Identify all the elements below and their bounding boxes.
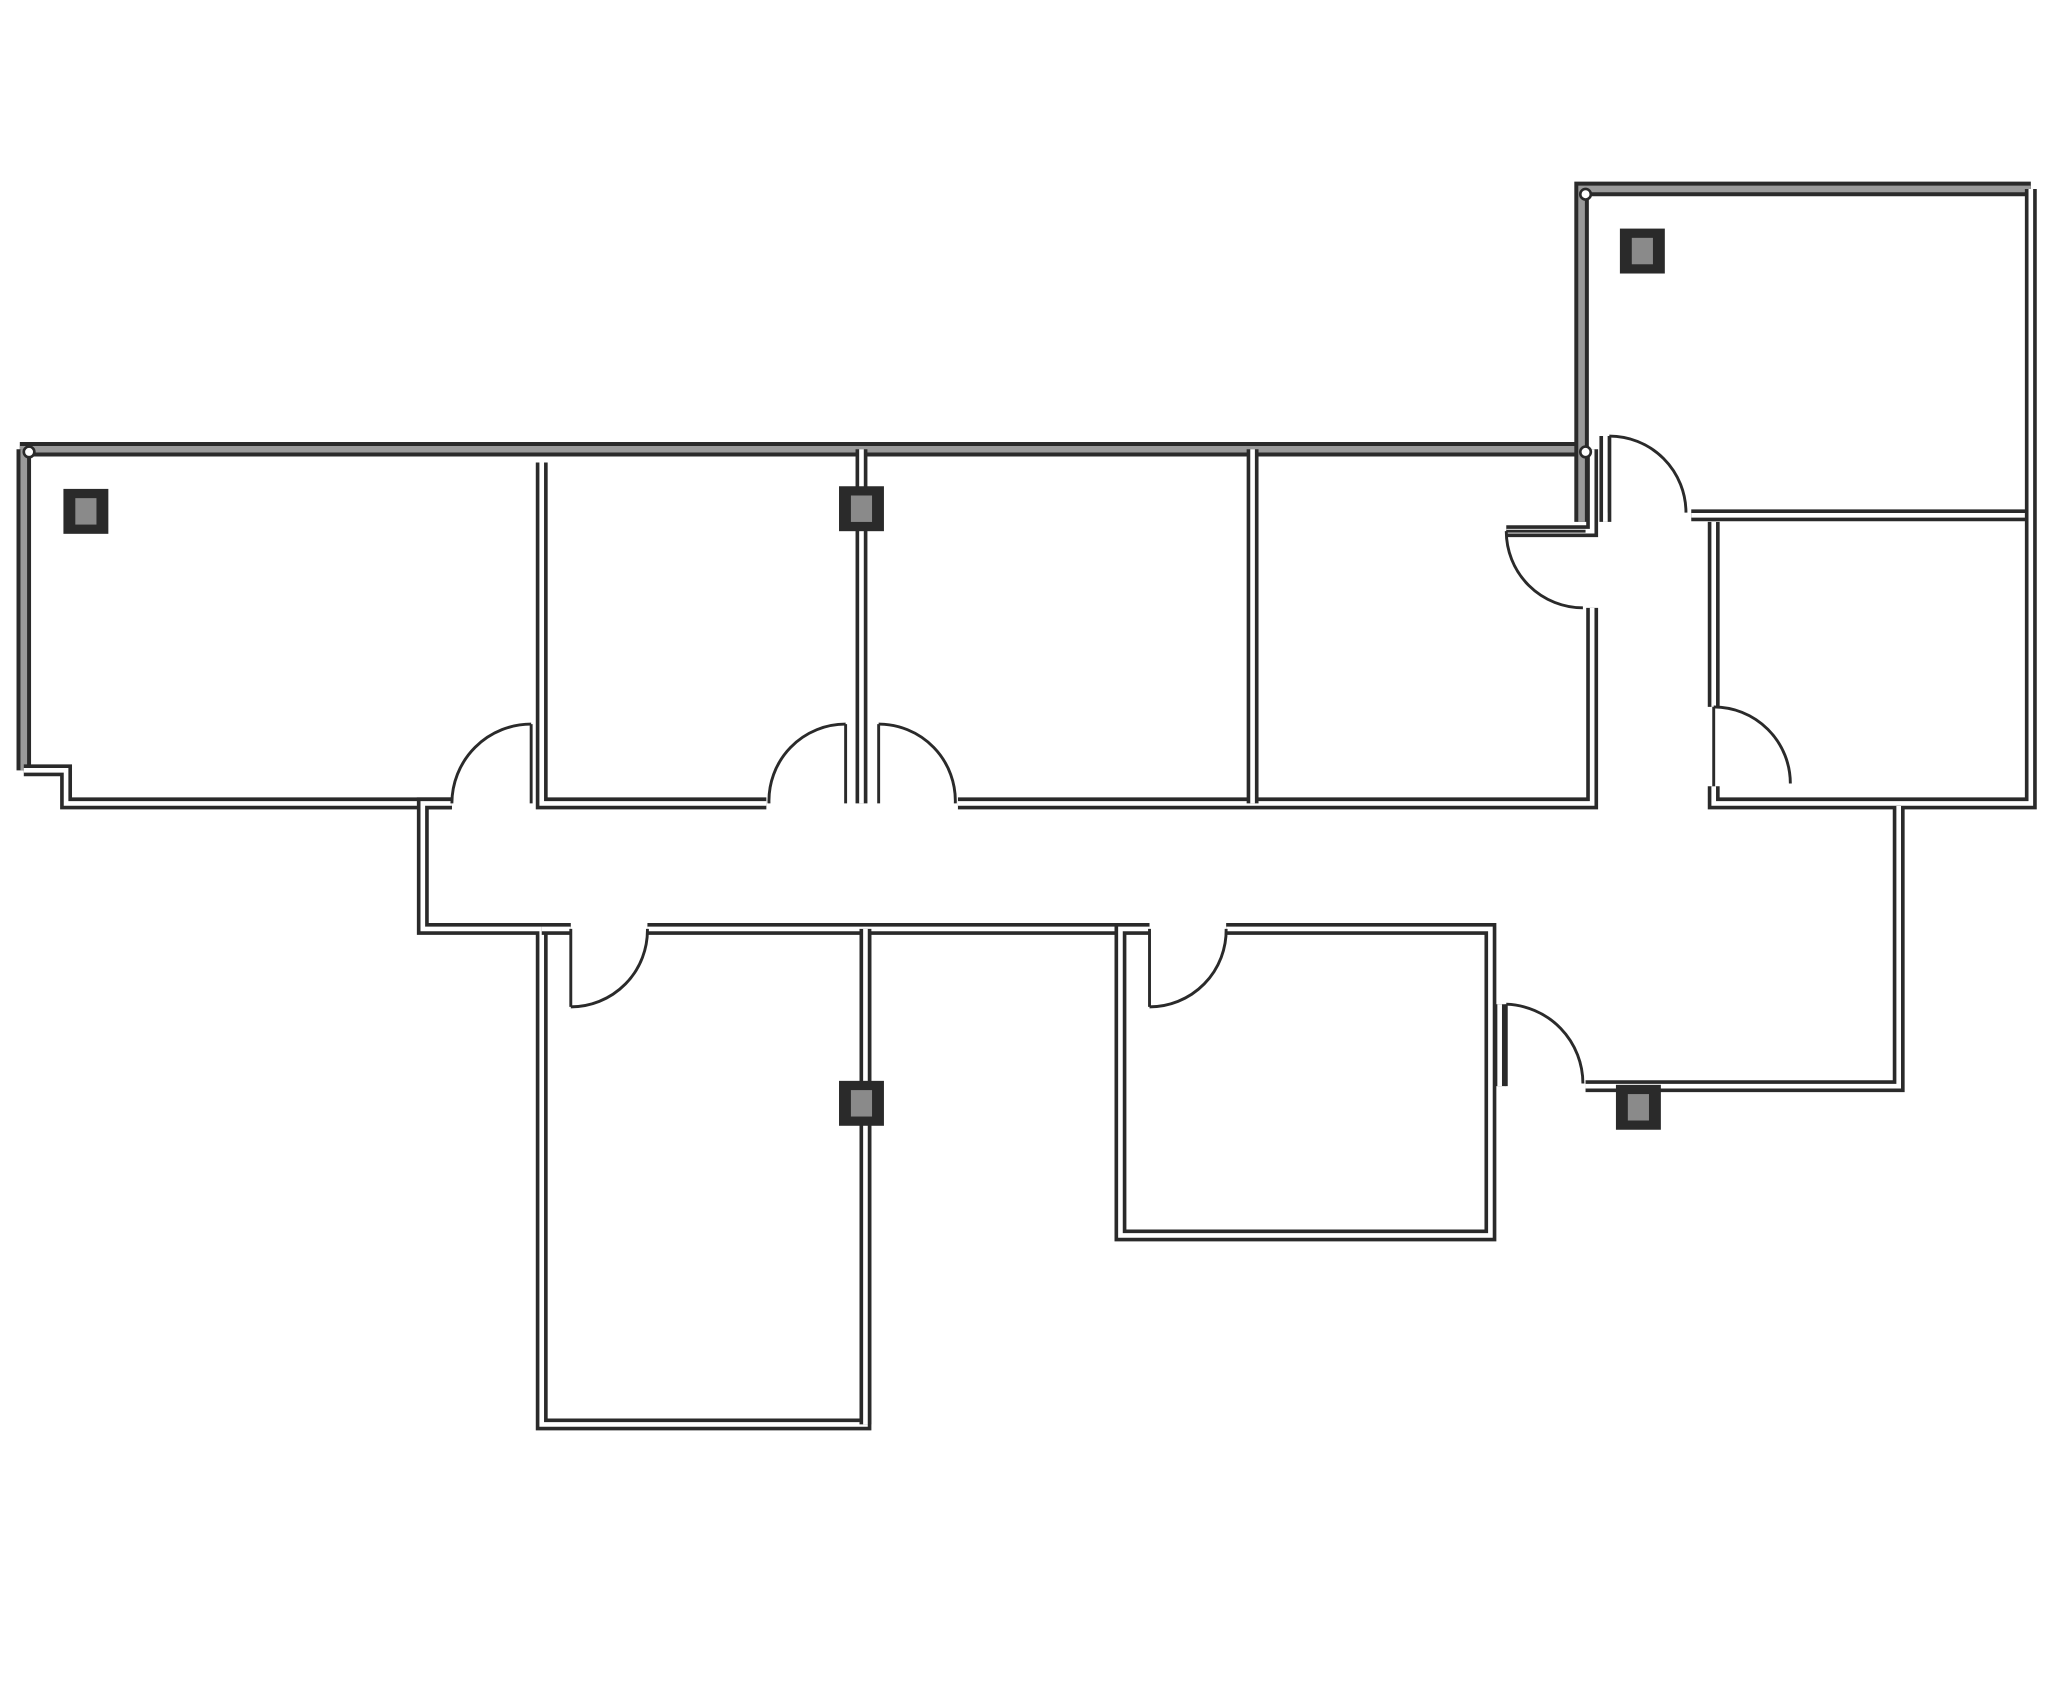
door-swing-icon [877, 722, 957, 804]
door-swing-icon [1148, 928, 1228, 1009]
door-swing-icon [1504, 529, 1586, 610]
wall-segment [535, 462, 767, 810]
door-swing-icon [1712, 705, 1792, 787]
wall-segment [23, 768, 452, 806]
wall-segment [1585, 806, 1905, 1093]
corner-post-icon [1578, 187, 1593, 201]
wall-segment [416, 797, 872, 1431]
corner-post-icon [1578, 445, 1593, 459]
wall-segment [957, 607, 1595, 806]
wall-segment [1114, 922, 1497, 1242]
structural-column-icon [839, 486, 884, 532]
wall-segment [1707, 188, 2037, 810]
wall-segment [1711, 188, 2034, 806]
walls [23, 188, 2037, 1431]
wall-segment [957, 607, 1599, 810]
wall-segment [420, 801, 868, 1427]
structural-column-icon [63, 488, 109, 534]
columns [22, 187, 1665, 1130]
door-swing-icon [1504, 1002, 1585, 1087]
corner-post-icon [22, 445, 36, 459]
structural-column-icon [1619, 228, 1665, 274]
doors [450, 434, 1792, 1087]
wall-segment [23, 764, 452, 810]
door-swing-icon [450, 722, 533, 804]
door-swing-icon [569, 928, 649, 1009]
exterior-windows [16, 181, 2031, 771]
structural-column-icon [839, 1080, 884, 1126]
structural-column-icon [1615, 1084, 1661, 1130]
wall-segment [1118, 926, 1493, 1238]
door-swing-icon [767, 722, 848, 804]
wall-segment [539, 462, 767, 806]
door-swing-icon [1607, 434, 1688, 513]
wall-segment [1585, 806, 1902, 1089]
